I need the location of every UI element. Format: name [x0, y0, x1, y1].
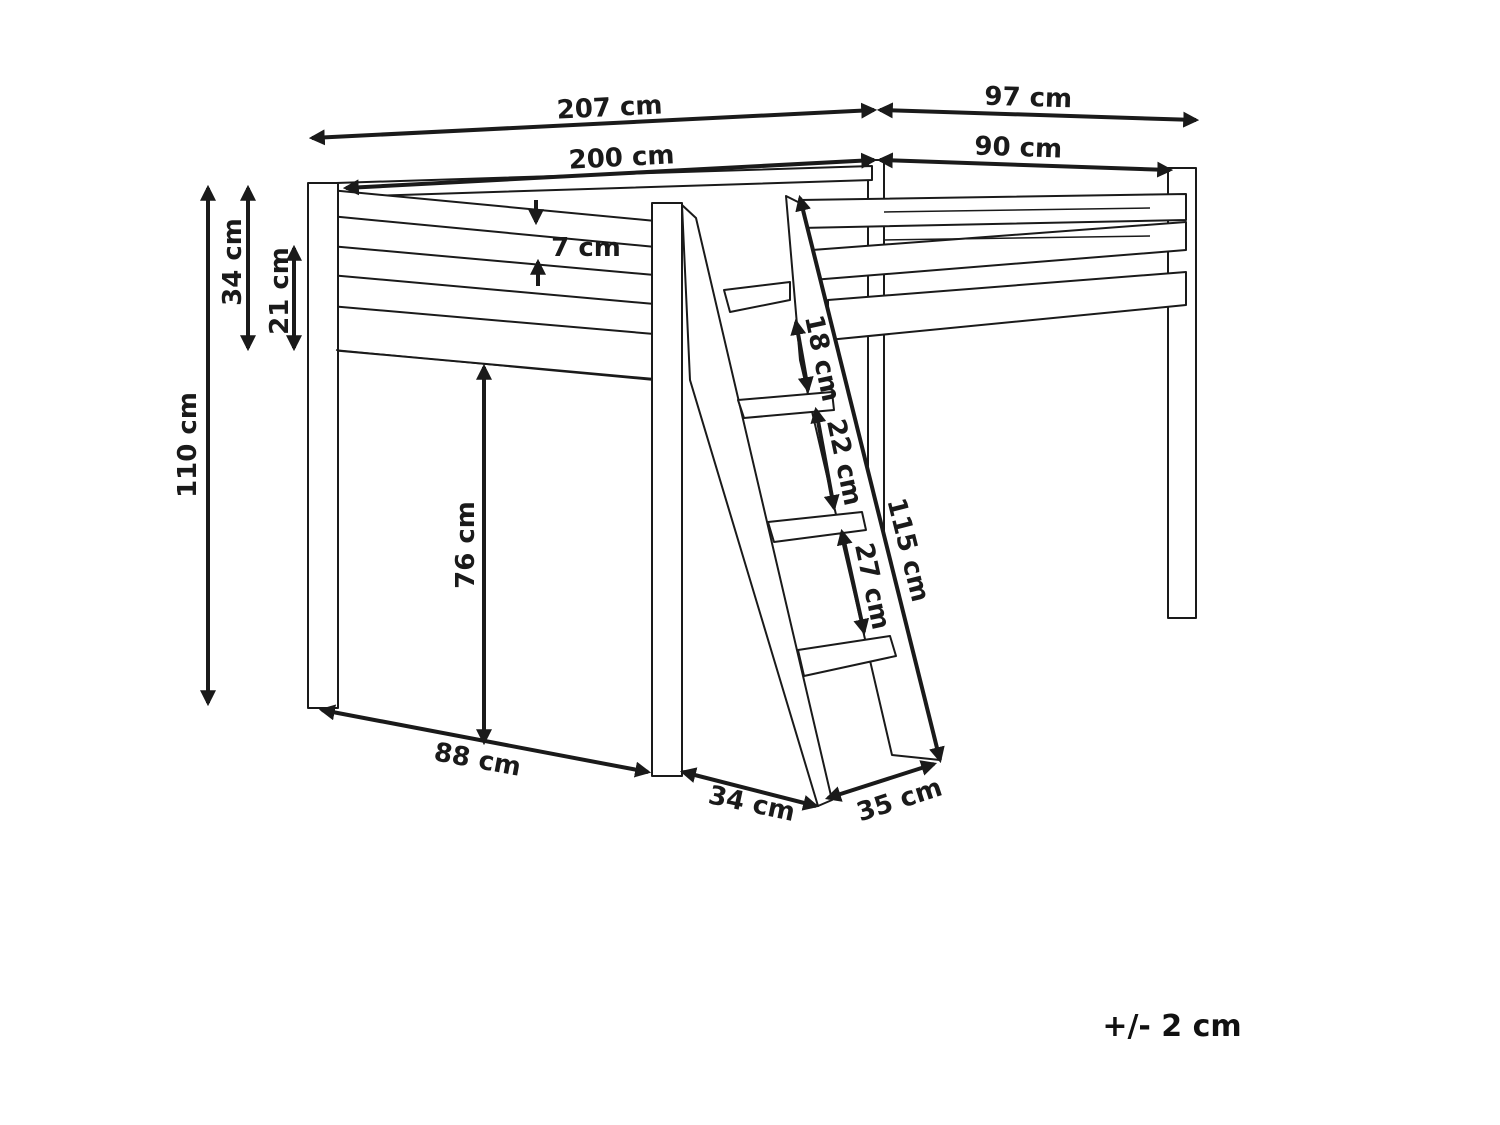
label-7: 7 cm: [551, 233, 621, 263]
label-76: 76 cm: [451, 501, 481, 589]
front-right-post: [651, 202, 683, 777]
dim-line-22: [810, 406, 840, 512]
dim-line-97: [876, 102, 1200, 128]
dim-line-35: [824, 760, 938, 802]
dim-line-27: [836, 528, 870, 636]
dimension-lines: [200, 102, 1200, 811]
dim-line-90: [876, 152, 1174, 178]
label-34: 34 cm: [218, 218, 248, 306]
tolerance-note: +/- 2 cm: [1102, 1009, 1241, 1044]
dim-line-207: [308, 102, 878, 146]
label-35: 35 cm: [853, 773, 946, 829]
label-200: 200 cm: [568, 140, 675, 175]
label-21: 21 cm: [265, 247, 295, 335]
dim-line-115: [795, 194, 945, 764]
left-rail-low: [329, 305, 667, 381]
label-110: 110 cm: [173, 392, 203, 498]
label-207: 207 cm: [556, 90, 663, 125]
label-97: 97 cm: [984, 82, 1073, 115]
bed-frame: [307, 159, 1197, 807]
dim-line-18: [790, 318, 814, 394]
ladder-left-stringer: [681, 204, 833, 807]
front-left-post: [307, 182, 339, 709]
label-90: 90 cm: [974, 131, 1063, 164]
dim-line-34-base: [679, 767, 820, 811]
ladder-step-top: [723, 281, 791, 313]
dim-line-200: [342, 152, 878, 196]
dim-line-88: [318, 704, 652, 778]
